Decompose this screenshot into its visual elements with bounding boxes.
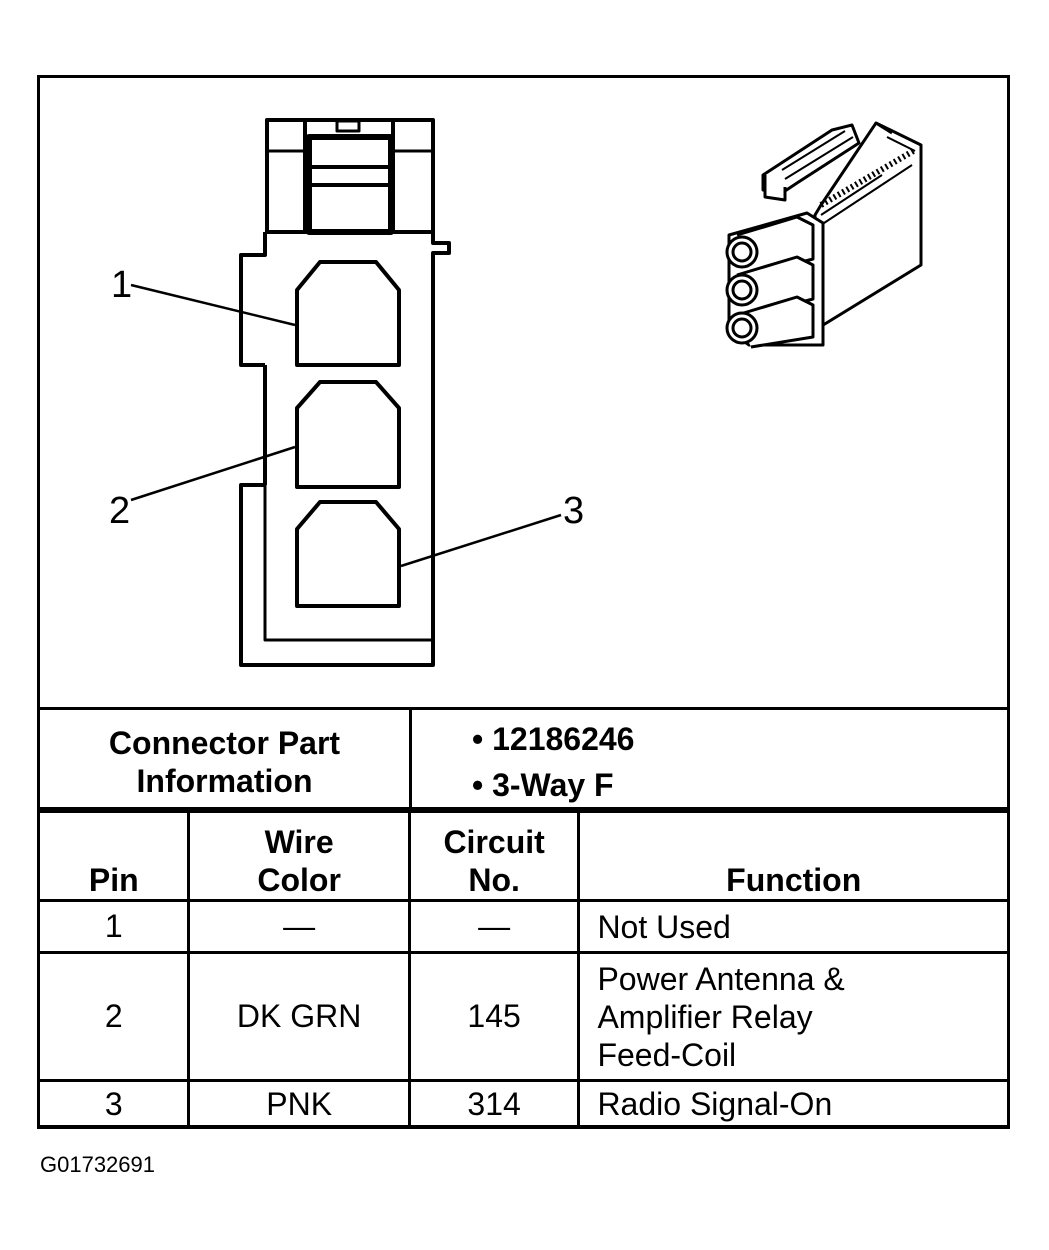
pin-cell: 3 — [36, 1079, 191, 1129]
wire-color-cell: DK GRN — [187, 951, 411, 1082]
connector-part-number: • 12186246 — [472, 721, 635, 757]
header-function: Function — [577, 810, 1010, 902]
function-cell: Not Used — [577, 899, 1010, 954]
connector-info-label-line2: Information — [136, 763, 313, 799]
pin-callout-3: 3 — [563, 490, 584, 532]
connector-isometric-view — [725, 121, 923, 349]
header-pin: Pin — [36, 810, 191, 902]
table-row: 3 PNK 314 Radio Signal-On — [36, 1079, 1010, 1129]
connector-part-info: Connector Part Information • 12186246 • … — [37, 707, 1010, 810]
cavity-2 — [295, 380, 401, 489]
circuit-cell: 145 — [407, 951, 581, 1082]
wire-color-cell: PNK — [187, 1079, 411, 1129]
table-row: 2 DK GRN 145 Power Antenna & Amplifier R… — [36, 951, 1010, 1082]
pin-callout-2: 2 — [109, 490, 130, 532]
connector-face-view — [130, 118, 562, 667]
pin-cell: 1 — [36, 899, 191, 954]
table-row: 1 — — Not Used — [36, 899, 1010, 954]
connector-diagram: 1 2 3 — [109, 118, 923, 667]
cavity-1 — [295, 260, 401, 367]
connector-info-values-cell: • 12186246 • 3-Way F — [409, 707, 1010, 810]
pin-callout-1: 1 — [111, 264, 132, 306]
wire-color-cell: — — [187, 899, 411, 954]
figure-id: G01732691 — [40, 1152, 155, 1177]
circuit-cell: 314 — [407, 1079, 581, 1129]
connector-type: • 3-Way F — [472, 767, 614, 803]
connector-info-label-cell: Connector Part Information — [37, 707, 412, 810]
function-cell: Radio Signal-On — [577, 1079, 1010, 1129]
cavity-3 — [295, 500, 401, 608]
connector-info-label-line1: Connector Part — [108, 725, 341, 761]
pin-cell: 2 — [36, 951, 191, 1082]
function-cell: Power Antenna & Amplifier Relay Feed-Coi… — [577, 951, 1010, 1082]
circuit-cell: — — [407, 899, 581, 954]
